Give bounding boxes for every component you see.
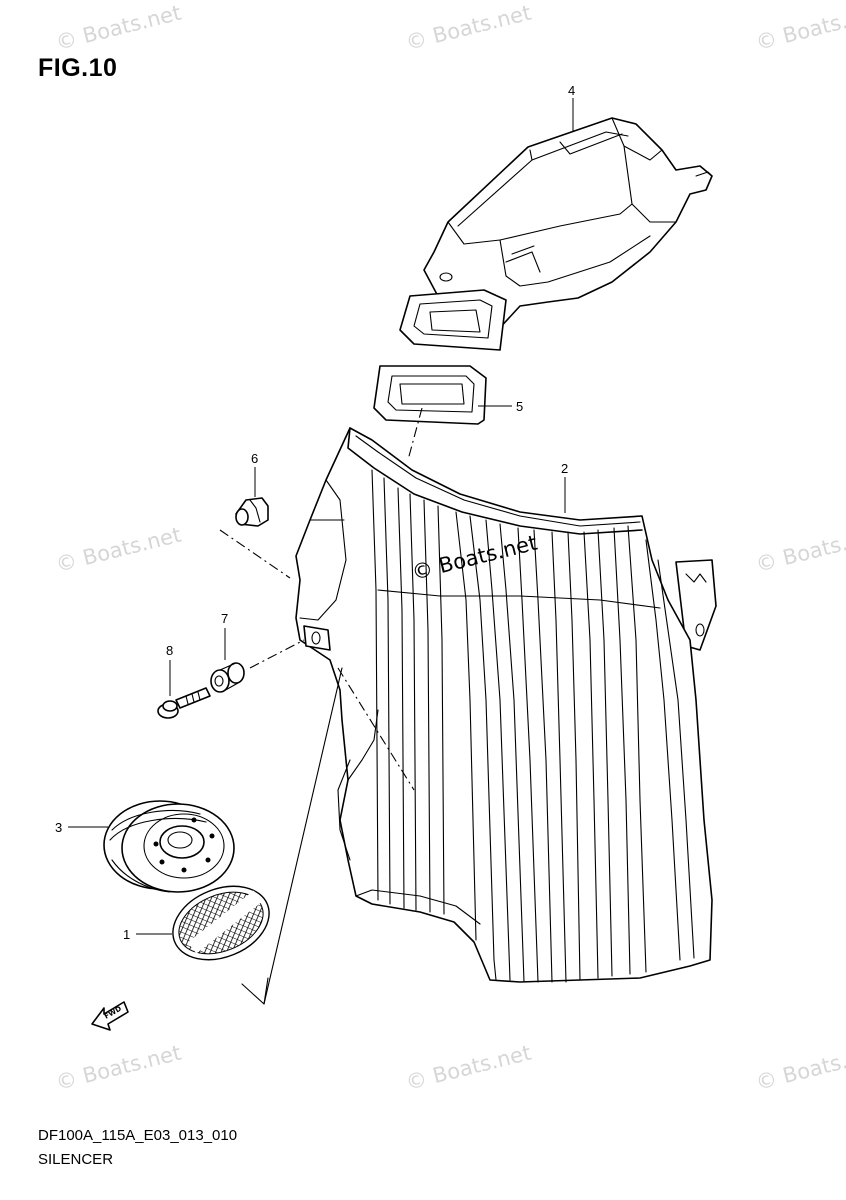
alignment-line — [407, 407, 423, 461]
part-2-silencer-case — [295, 427, 717, 983]
alignment-line — [337, 667, 415, 791]
part-7-grommet — [210, 662, 245, 693]
callout-8: 8 — [166, 643, 173, 658]
watermark: © Boats.net — [403, 1, 533, 55]
fwd-arrow: FWD — [91, 1001, 129, 1031]
part-8-bolt — [157, 687, 211, 719]
part-6-collar — [235, 497, 269, 527]
watermark: © Boats.net — [753, 1, 846, 55]
figure-name: SILENCER — [38, 1151, 114, 1168]
figure-title: FIG.10 — [38, 54, 118, 82]
part-5-seal — [373, 365, 487, 425]
callout-7: 7 — [221, 611, 228, 626]
alignment-line — [249, 639, 305, 669]
watermark: © Boats.net — [403, 1041, 533, 1095]
watermark: © Boats.net — [53, 1041, 183, 1095]
callout-4: 4 — [568, 83, 575, 98]
callout-5: 5 — [516, 399, 523, 414]
callout-3: 3 — [55, 820, 62, 835]
figure-code: DF100A_115A_E03_013_010 — [38, 1127, 238, 1144]
group-bracket-line — [241, 667, 343, 1005]
part-1-mesh-screen — [172, 885, 270, 961]
watermark: © Boats.net — [53, 523, 183, 577]
callout-2: 2 — [561, 461, 568, 476]
watermark: © Boats.net — [53, 1, 183, 55]
part-4-intake-duct — [399, 117, 713, 351]
callout-1: 1 — [123, 927, 130, 942]
callout-6: 6 — [251, 451, 258, 466]
alignment-line — [219, 529, 291, 579]
watermark: © Boats.net — [753, 523, 846, 577]
watermark: © Boats.net — [753, 1041, 846, 1095]
part-3-resonator-ring — [103, 800, 235, 893]
group-bracket-line — [263, 977, 269, 1005]
